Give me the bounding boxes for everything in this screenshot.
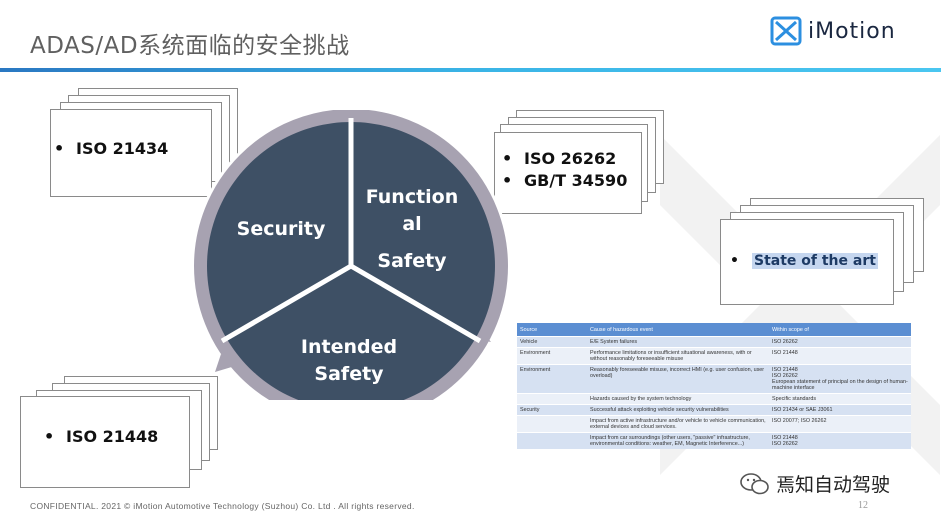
page-number: 12 — [858, 500, 868, 511]
functional-label-line3: Safety — [377, 250, 447, 272]
functional-safety-segment — [351, 122, 495, 338]
functional-safety-note: ISO 26262 GB/T 34590 — [494, 110, 664, 215]
table-cell: Reasonably foreseeable misuse, incorrect… — [587, 364, 769, 394]
security-note: ISO 21434 — [50, 88, 250, 198]
brand-name: iMotion — [808, 18, 896, 44]
table-cell: Successful attack exploiting vehicle sec… — [587, 404, 769, 416]
intended-safety-note: ISO 21448 — [20, 376, 220, 488]
table-cell: Specific standards — [769, 393, 911, 405]
wechat-account-name: 焉知自动驾驶 — [776, 474, 891, 496]
table-cell: Performance limitations or insufficient … — [587, 347, 769, 365]
functional-label-line2: al — [402, 213, 421, 235]
table-cell: ISO 20077; ISO 26262 — [769, 415, 911, 433]
table-cell: ISO 26262 — [769, 336, 911, 348]
table-cell: Impact from car surroundings (other user… — [587, 432, 769, 449]
slide-title: ADAS/AD系统面临的安全挑战 — [30, 33, 350, 59]
table-cell: ISO 21434 or SAE J3061 — [769, 404, 911, 416]
table-cell: Impact from active infrastructure and/or… — [587, 415, 769, 433]
table-header: Within scope of — [769, 323, 911, 337]
table-cell: ISO 21448 ISO 26262 European statement o… — [769, 364, 911, 394]
table-row: Impact from active infrastructure and/or… — [517, 415, 911, 433]
security-label: Security — [237, 218, 326, 240]
table-cell: Vehicle — [517, 336, 587, 348]
wechat-icon — [740, 472, 769, 494]
intended-safety-segment — [226, 266, 476, 400]
safety-cycle-diagram: Security Function al Safety Intended Saf… — [191, 110, 511, 400]
intended-label-line1: Intended — [301, 336, 397, 358]
table-cell — [517, 432, 587, 449]
table-header: Cause of hazardous event — [587, 323, 769, 337]
table-cell: ISO 21448 ISO 26262 — [769, 432, 911, 449]
arrow-head-icon — [215, 354, 235, 372]
note-item: State of the art — [726, 250, 878, 272]
table-cell: E/E System failures — [587, 336, 769, 348]
table-cell — [517, 415, 587, 433]
confidential-footer: CONFIDENTIAL. 2021 © iMotion Automotive … — [30, 501, 415, 511]
imotion-logo-icon — [770, 16, 802, 46]
note-item: GB/T 34590 — [498, 170, 627, 192]
intended-label-line2: Safety — [314, 363, 384, 385]
table-header: Source — [517, 323, 587, 337]
security-segment — [207, 122, 351, 338]
hazard-source-table: Source Cause of hazardous event Within s… — [517, 323, 911, 449]
table-cell: ISO 21448 — [769, 347, 911, 365]
note-item: ISO 21434 — [50, 138, 168, 160]
cycle-ring — [194, 110, 508, 400]
note-item: ISO 21448 — [40, 426, 158, 448]
state-of-art-note: State of the art — [720, 198, 925, 306]
wechat-watermark: 焉知自动驾驶 — [740, 470, 890, 497]
table-cell: Environment — [517, 364, 587, 394]
table-cell: Hazards caused by the system technology — [587, 393, 769, 405]
header-divider — [0, 68, 941, 72]
table-cell — [517, 393, 587, 405]
table-row: Impact from car surroundings (other user… — [517, 432, 911, 449]
brand-logo: iMotion — [770, 16, 896, 46]
note-item: ISO 26262 — [498, 148, 627, 170]
functional-label-line1: Function — [366, 186, 459, 208]
table-cell: Environment — [517, 347, 587, 365]
table-cell: Security — [517, 404, 587, 416]
